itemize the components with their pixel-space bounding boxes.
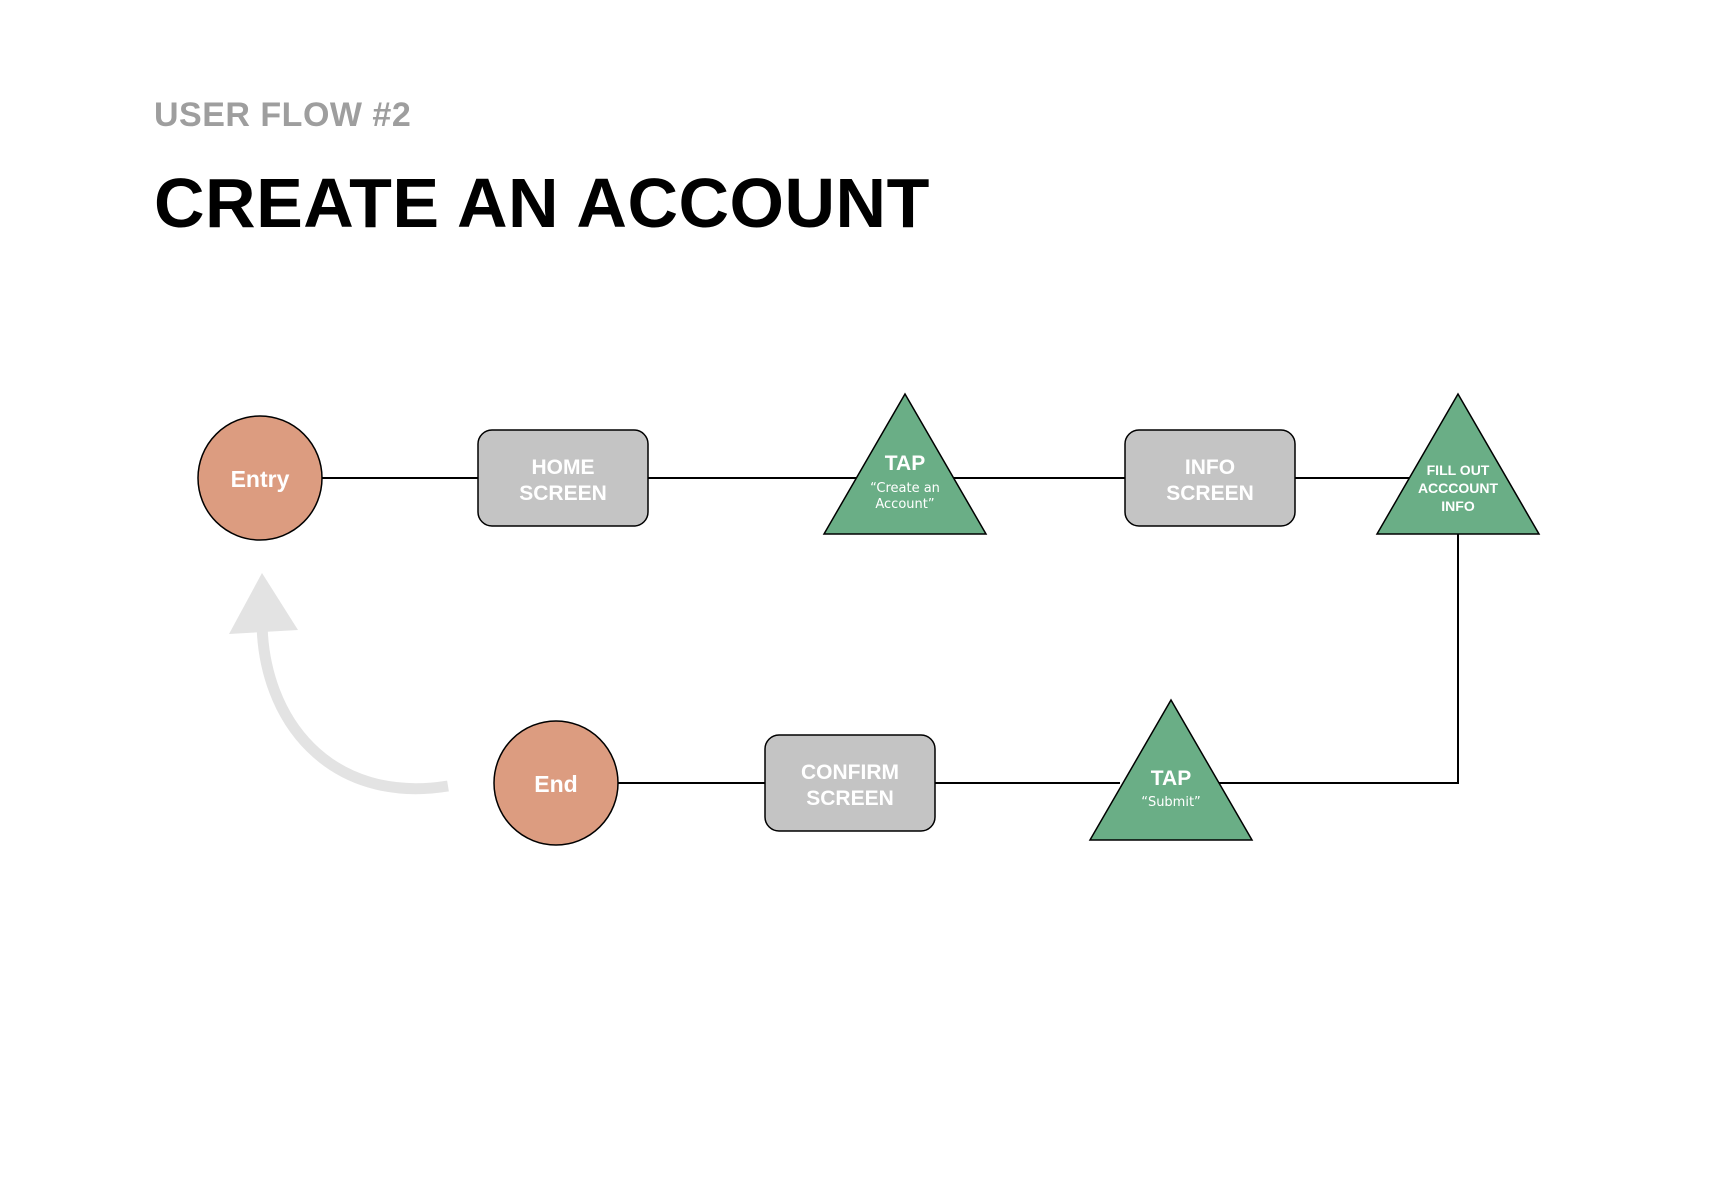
node-end[interactable]: End: [493, 720, 619, 846]
node-tap-create-account[interactable]: TAP “Create an Account”: [822, 392, 988, 535]
node-entry[interactable]: Entry: [197, 415, 323, 541]
node-confirm-screen[interactable]: CONFIRM SCREEN: [764, 734, 936, 832]
entry-circle: [197, 415, 323, 541]
info-screen-label-line2: SCREEN: [1166, 482, 1254, 505]
fill-out-triangle: [1375, 392, 1541, 535]
fill-out-label-line1: FILL OUT: [1427, 462, 1490, 478]
tap-create-sub-line1: “Create an: [870, 481, 940, 496]
tap-submit-label: TAP: [1151, 767, 1191, 790]
page-title: CREATE AN ACCOUNT: [154, 164, 930, 242]
info-screen-label-line1: INFO: [1185, 456, 1235, 479]
return-arrow-shaft: [256, 619, 449, 795]
tap-submit-triangle: [1088, 698, 1254, 841]
tap-create-sub-line2: Account”: [875, 497, 934, 512]
tap-submit-sub: “Submit”: [1141, 795, 1201, 810]
fill-out-label-line3: INFO: [1441, 498, 1475, 514]
node-tap-submit[interactable]: TAP “Submit”: [1088, 698, 1254, 841]
home-screen-label-line2: SCREEN: [519, 482, 607, 505]
return-arrow: [229, 573, 449, 795]
fill-out-label-line2: ACCCOUNT: [1418, 480, 1499, 496]
end-circle: [493, 720, 619, 846]
node-home-screen[interactable]: HOME SCREEN: [477, 429, 649, 527]
end-label: End: [534, 771, 577, 797]
flow-subtitle: USER FLOW #2: [154, 96, 412, 134]
confirm-screen-label-line1: CONFIRM: [801, 761, 899, 784]
tap-create-triangle: [822, 392, 988, 535]
node-fill-out-account-info[interactable]: FILL OUT ACCCOUNT INFO: [1375, 392, 1541, 535]
confirm-screen-label-line2: SCREEN: [806, 787, 894, 810]
entry-label: Entry: [231, 466, 290, 492]
node-info-screen[interactable]: INFO SCREEN: [1124, 429, 1296, 527]
info-screen-box: [1124, 429, 1296, 527]
connector-fill-submit: [1218, 534, 1459, 784]
tap-create-label: TAP: [885, 452, 925, 475]
return-arrow-head: [229, 573, 298, 634]
confirm-screen-box: [764, 734, 936, 832]
connectors: [322, 477, 1459, 784]
home-screen-box: [477, 429, 649, 527]
home-screen-label-line1: HOME: [532, 456, 595, 479]
